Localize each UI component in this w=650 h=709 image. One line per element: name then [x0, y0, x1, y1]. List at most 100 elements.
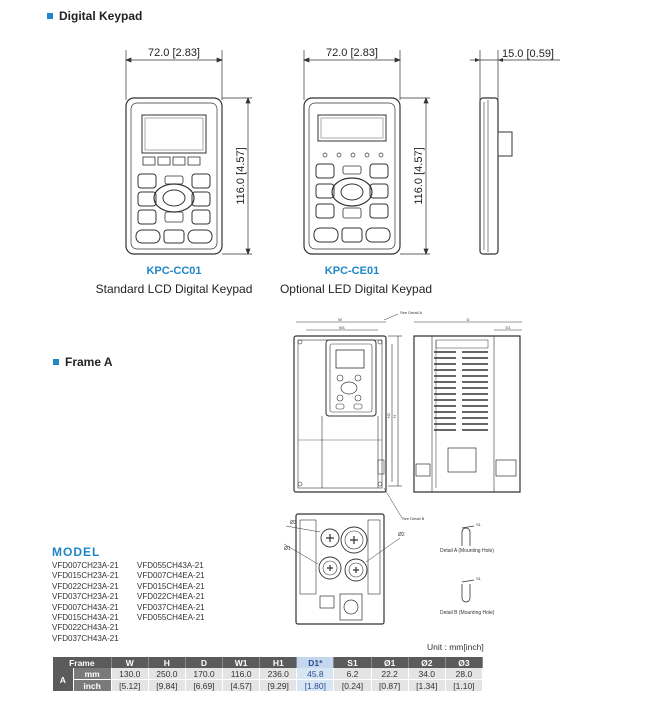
keypad2-height-label: 116.0 [4.57] [413, 147, 425, 204]
th-w1: W1 [222, 657, 261, 668]
cell: 22.2 [371, 668, 409, 680]
cell-d1: [1.80] [296, 679, 335, 692]
th-h1: H1 [259, 657, 298, 668]
detail-b-drawing [461, 579, 475, 603]
th-w: W [111, 657, 149, 668]
frame-h-label: H [392, 415, 397, 418]
model-item: VFD015CH4EA-21 [137, 581, 205, 591]
see-detail-a-label: See Detail A [400, 310, 422, 315]
frame-h1-label: H1 [386, 412, 391, 418]
keypad1-code: KPC-CC01 [146, 265, 202, 277]
model-list-col1: VFD007CH23A-21 VFD015CH23A-21 VFD022CH23… [52, 561, 119, 644]
bullet-square-icon [47, 13, 53, 19]
cell: [9.29] [259, 679, 298, 692]
model-item: VFD022CH43A-21 [52, 623, 119, 633]
model-item: VFD022CH4EA-21 [137, 592, 205, 602]
cell: 28.0 [445, 668, 484, 680]
model-item: VFD007CH4EA-21 [137, 571, 205, 581]
table-row: inch [5.12] [9.84] [6.69] [4.57] [9.29] … [53, 679, 484, 692]
frame-a-heading: Frame A [53, 355, 113, 369]
frame-bottom-view [283, 513, 401, 625]
cell: 116.0 [222, 668, 261, 680]
keypad1-description: Standard LCD Digital Keypad [95, 282, 253, 296]
frame-w1-label: W1 [339, 325, 346, 330]
model-item: VFD055CH4EA-21 [137, 613, 205, 623]
unit-note: Unit : mm[inch] [427, 642, 484, 652]
model-item: VFD037CH4EA-21 [137, 602, 205, 612]
keypad1-height-label: 116.0 [4.57] [235, 147, 247, 204]
unit-inch-cell: inch [73, 679, 112, 692]
model-list-col2: VFD055CH43A-21 VFD007CH4EA-21 VFD015CH4E… [137, 561, 205, 623]
keypad-side-view [470, 50, 560, 255]
keypad2-width-dim [303, 50, 401, 100]
th-d1: D1* [296, 657, 335, 668]
model-item: VFD037CH43A-21 [52, 633, 119, 643]
th-phi1: Ø1 [371, 657, 409, 668]
frame-d-label: D [467, 317, 470, 322]
cell: 130.0 [111, 668, 149, 680]
cell: [4.57] [222, 679, 261, 692]
th-h: H [148, 657, 186, 668]
th-s1: S1 [333, 657, 372, 668]
detail-b-caption: Detail B (Mounting Hole) [440, 610, 495, 616]
th-d: D [185, 657, 224, 668]
keypad2-description: Optional LED Digital Keypad [279, 282, 433, 296]
keypad-depth-label: 15.0 [0.59] [502, 48, 554, 60]
digital-keypad-heading: Digital Keypad [47, 9, 142, 23]
detail-a-caption: Detail A (Mounting Hole) [440, 548, 494, 554]
bullet-square-icon [53, 359, 59, 365]
cell: [5.12] [111, 679, 149, 692]
th-frame: Frame [53, 657, 112, 668]
table-row: A mm 130.0 250.0 170.0 116.0 236.0 45.8 … [53, 668, 484, 692]
cell: 236.0 [259, 668, 298, 680]
cell: [0.24] [333, 679, 372, 692]
cell: 34.0 [408, 668, 446, 680]
th-phi3: Ø3 [445, 657, 484, 668]
keypad-kpc-ce01-drawing [303, 97, 401, 255]
see-detail-b-label: See Detail B [402, 516, 425, 521]
keypad2-height-dim [400, 97, 430, 255]
phi2-callout: Ø2 [398, 532, 405, 538]
model-item: VFD007CH43A-21 [52, 602, 119, 612]
cell: 6.2 [333, 668, 372, 680]
keypad2-width-label: 72.0 [2.83] [326, 47, 378, 59]
model-item: VFD015CH43A-21 [52, 613, 119, 623]
keypad2-code: KPC-CE01 [324, 265, 380, 277]
dimension-table: Frame W H D W1 H1 D1* S1 Ø1 Ø2 Ø3 A mm 1… [53, 657, 484, 692]
cell: [0.87] [371, 679, 409, 692]
model-item: VFD015CH23A-21 [52, 571, 119, 581]
cell: [9.84] [148, 679, 186, 692]
cell: [6.69] [185, 679, 224, 692]
frame-side-view [413, 321, 522, 493]
model-item: VFD037CH23A-21 [52, 592, 119, 602]
frame-front-view [293, 313, 403, 519]
keypad1-height-dim [222, 97, 252, 255]
th-phi2: Ø2 [408, 657, 446, 668]
cell: 250.0 [148, 668, 186, 680]
cell: [1.34] [408, 679, 446, 692]
detail-a-s1-label: S1 [476, 522, 482, 527]
phi3-callout: Ø3 [290, 520, 297, 526]
detail-b-s1-label: S1 [476, 576, 482, 581]
model-item: VFD007CH23A-21 [52, 561, 119, 570]
model-item: VFD022CH23A-21 [52, 581, 119, 591]
table-header-row: Frame W H D W1 H1 D1* S1 Ø1 Ø2 Ø3 [53, 657, 484, 668]
cell-d1: 45.8 [296, 668, 335, 680]
keypad1-width-dim [125, 50, 223, 100]
cell: [1.10] [445, 679, 484, 692]
phi1-callout: Ø1 [284, 546, 291, 552]
frame-w-label: W [338, 317, 342, 322]
unit-mm-cell: mm [73, 668, 112, 680]
frame-a-drawings: W W1 See Detail A See Detail B H H1 [283, 310, 522, 625]
digital-keypad-title: Digital Keypad [59, 9, 143, 23]
keypad1-width-label: 72.0 [2.83] [148, 47, 200, 59]
cell: 170.0 [185, 668, 224, 680]
keypad-drawings: 72.0 [2.83] 116.0 [4.57] [125, 47, 560, 255]
detail-a-drawing [461, 525, 475, 546]
model-item: VFD055CH43A-21 [137, 561, 204, 570]
frame-a-cell: A [53, 668, 74, 692]
frame-a-title: Frame A [65, 355, 113, 369]
frame-d1-label: D1 [505, 325, 511, 330]
keypad-kpc-cc01-drawing [125, 97, 223, 255]
model-title: MODEL [52, 545, 101, 559]
